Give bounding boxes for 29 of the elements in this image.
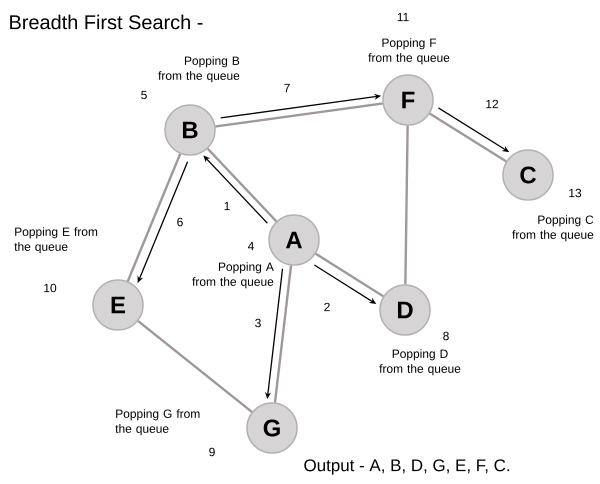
node-caption: Popping D from the queue: [379, 349, 460, 376]
edge-label: 7: [284, 84, 290, 92]
order-number: 9: [209, 448, 215, 456]
order-number: 4: [248, 242, 254, 250]
node-caption: Popping B from the queue: [158, 56, 240, 82]
output-text: Output - A, B, D, G, E, F, C.: [304, 459, 510, 475]
graph-edge: [274, 265, 292, 403]
edge-label: 1: [224, 202, 230, 210]
graph-edge: [126, 153, 182, 282]
graph-edge: [404, 126, 409, 284]
order-number: 11: [398, 12, 409, 22]
order-number: 5: [141, 90, 147, 100]
order-number: 10: [44, 284, 56, 292]
graph-edge: [206, 148, 278, 222]
node-caption: Popping E from the queue: [14, 227, 98, 254]
node-caption: Popping G from the queue: [115, 409, 200, 436]
node-caption: Popping F from the queue: [368, 38, 450, 64]
graph-edge: [137, 320, 253, 413]
edge-label: 2: [324, 302, 330, 312]
order-number: 8: [443, 332, 449, 340]
order-number: 13: [569, 188, 582, 198]
graph-edge: [215, 102, 383, 128]
edge-label: 12: [486, 100, 498, 108]
title: Breadth First Search -: [10, 14, 202, 30]
graph-edge: [315, 252, 384, 298]
edge-label: 3: [255, 318, 261, 328]
node-caption: Popping C from the queue: [512, 215, 594, 242]
edge-label: 6: [177, 218, 183, 226]
graph-edge: [429, 112, 507, 162]
